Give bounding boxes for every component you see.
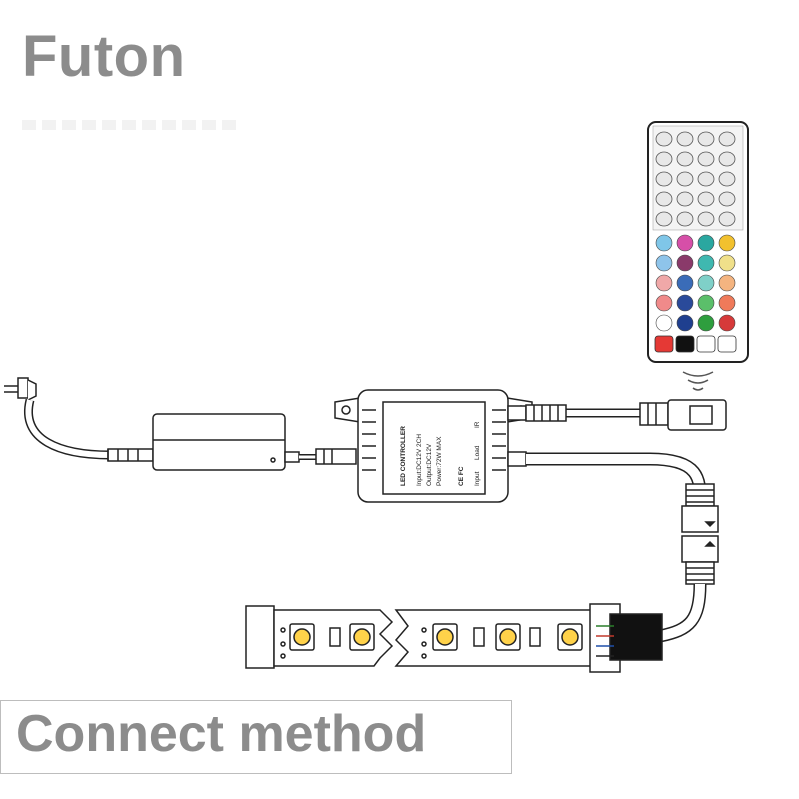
remote-color-button bbox=[697, 314, 715, 332]
remote-color-button bbox=[697, 274, 715, 292]
plug-cable bbox=[24, 398, 111, 460]
remote-button bbox=[697, 191, 715, 207]
ir-remote bbox=[647, 121, 749, 391]
led-chip bbox=[495, 623, 521, 651]
controller-output-spec: Output:DC12V bbox=[426, 443, 433, 486]
remote-color-button bbox=[655, 254, 673, 272]
remote-control-button bbox=[654, 335, 674, 353]
led-strip bbox=[245, 603, 663, 673]
controller-title: LED CONTROLLER bbox=[400, 426, 407, 486]
remote-button-grid bbox=[654, 131, 737, 353]
led-chip bbox=[557, 623, 583, 651]
certification-marks: CE FC bbox=[458, 466, 465, 486]
remote-color-button bbox=[655, 234, 673, 252]
remote-button bbox=[697, 171, 715, 187]
label-ir: IR bbox=[474, 421, 481, 428]
power-adapter bbox=[107, 413, 357, 471]
ir-receiver bbox=[525, 399, 727, 431]
remote-color-button bbox=[676, 294, 694, 312]
remote-button bbox=[718, 131, 736, 147]
remote-button bbox=[697, 131, 715, 147]
subtitle-placeholder bbox=[22, 120, 237, 130]
remote-button bbox=[697, 211, 715, 227]
led-controller bbox=[334, 389, 533, 503]
remote-button bbox=[655, 211, 673, 227]
remote-button bbox=[676, 191, 694, 207]
remote-button bbox=[676, 151, 694, 167]
remote-control-button bbox=[717, 335, 737, 353]
remote-color-button bbox=[697, 254, 715, 272]
remote-color-button bbox=[718, 234, 736, 252]
caption-title: Connect method bbox=[16, 705, 427, 763]
label-input: Input bbox=[474, 471, 481, 486]
remote-button bbox=[676, 171, 694, 187]
remote-color-button bbox=[718, 254, 736, 272]
led-chip bbox=[432, 623, 458, 651]
remote-color-button bbox=[718, 314, 736, 332]
led-chip bbox=[289, 623, 315, 651]
label-load: Load bbox=[474, 445, 481, 460]
remote-button bbox=[676, 211, 694, 227]
remote-button bbox=[718, 171, 736, 187]
remote-button bbox=[697, 151, 715, 167]
remote-control-button bbox=[675, 335, 695, 353]
remote-color-button bbox=[718, 274, 736, 292]
power-plug bbox=[4, 377, 37, 401]
remote-color-button bbox=[676, 254, 694, 272]
remote-color-button bbox=[655, 314, 673, 332]
remote-color-button bbox=[718, 294, 736, 312]
remote-color-button bbox=[676, 274, 694, 292]
remote-color-button bbox=[676, 234, 694, 252]
remote-button bbox=[718, 211, 736, 227]
controller-power-spec: Power:72W MAX bbox=[436, 436, 443, 486]
remote-button bbox=[676, 131, 694, 147]
led-chip bbox=[349, 623, 375, 651]
remote-button bbox=[655, 191, 673, 207]
remote-color-button bbox=[676, 314, 694, 332]
controller-label-block: LED CONTROLLER Input:DC12V 2CH Output:DC… bbox=[400, 421, 481, 486]
remote-color-button bbox=[697, 294, 715, 312]
remote-button bbox=[718, 151, 736, 167]
remote-button bbox=[655, 151, 673, 167]
remote-color-button bbox=[655, 294, 673, 312]
remote-button bbox=[655, 171, 673, 187]
strip-connector bbox=[681, 483, 719, 585]
caption-box bbox=[0, 700, 512, 774]
controller-input-spec: Input:DC12V 2CH bbox=[416, 434, 423, 486]
brand-title: Futon bbox=[22, 24, 186, 89]
remote-color-button bbox=[655, 274, 673, 292]
remote-control-button bbox=[696, 335, 716, 353]
remote-color-button bbox=[697, 234, 715, 252]
remote-button bbox=[718, 191, 736, 207]
remote-button bbox=[655, 131, 673, 147]
